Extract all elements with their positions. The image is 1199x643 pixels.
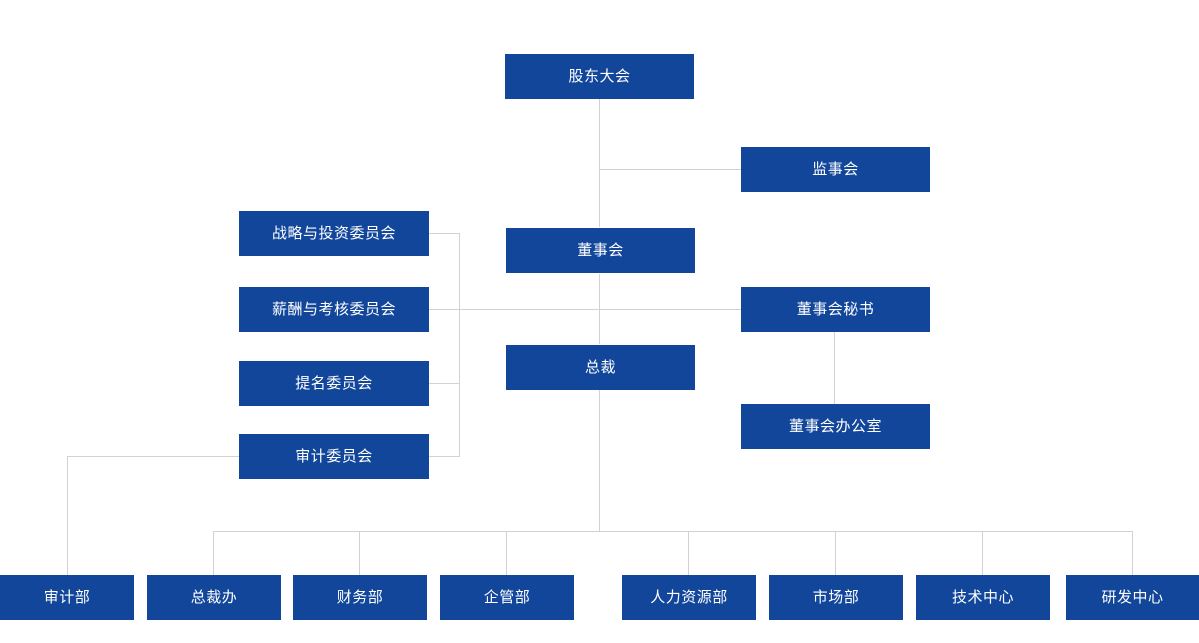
node-label: 市场部 [812, 588, 860, 606]
node-committee-nomination[interactable]: 提名委员会 [239, 361, 429, 406]
connector-committee-stub-3 [429, 383, 460, 384]
node-label: 研发中心 [1101, 588, 1164, 606]
node-label: 总裁办 [190, 588, 238, 606]
node-supervisory-board[interactable]: 监事会 [741, 147, 930, 192]
node-department-finance[interactable]: 财务部 [293, 575, 427, 620]
connector-department-bus [213, 531, 1133, 532]
node-board-office[interactable]: 董事会办公室 [741, 404, 930, 449]
connector-committee-stub-4 [429, 456, 460, 457]
node-committee-strategy-investment[interactable]: 战略与投资委员会 [239, 211, 429, 256]
node-label: 技术中心 [951, 588, 1014, 606]
node-shareholders-meeting[interactable]: 股东大会 [505, 54, 694, 99]
node-label: 薪酬与考核委员会 [271, 300, 396, 318]
node-department-technology-center[interactable]: 技术中心 [916, 575, 1050, 620]
node-committee-compensation-appraisal[interactable]: 薪酬与考核委员会 [239, 287, 429, 332]
node-label: 财务部 [336, 588, 384, 606]
connector-shareholders-to-board [599, 99, 600, 227]
connector-audit-committee-left [67, 456, 239, 457]
node-label: 人力资源部 [650, 588, 728, 606]
node-label: 董事会 [577, 241, 624, 259]
node-label: 企管部 [483, 588, 531, 606]
node-department-rd-center[interactable]: 研发中心 [1066, 575, 1199, 620]
node-board-secretary[interactable]: 董事会秘书 [741, 287, 930, 332]
node-department-enterprise-management[interactable]: 企管部 [440, 575, 574, 620]
connector-president-to-departments [599, 390, 600, 531]
node-label: 董事会办公室 [788, 417, 882, 435]
node-department-human-resources[interactable]: 人力资源部 [622, 575, 756, 620]
connector-drop-department-2 [213, 531, 214, 575]
connector-drop-department-4 [506, 531, 507, 575]
node-label: 总裁 [584, 358, 616, 376]
node-label: 董事会秘书 [796, 300, 875, 318]
connector-committee-spine [459, 233, 460, 457]
node-department-audit[interactable]: 审计部 [0, 575, 134, 620]
node-board-of-directors[interactable]: 董事会 [506, 228, 695, 273]
node-department-marketing[interactable]: 市场部 [769, 575, 903, 620]
connector-audit-committee-to-audit-dept [67, 456, 68, 575]
connector-board-to-secretary [429, 309, 741, 310]
connector-shareholders-to-supervisory [599, 169, 741, 170]
node-label: 审计部 [43, 588, 91, 606]
connector-drop-department-6 [835, 531, 836, 575]
connector-committee-stub-1 [429, 233, 460, 234]
node-label: 股东大会 [568, 67, 631, 85]
connector-drop-department-5 [688, 531, 689, 575]
connector-drop-department-7 [982, 531, 983, 575]
node-department-president-office[interactable]: 总裁办 [147, 575, 281, 620]
node-committee-audit[interactable]: 审计委员会 [239, 434, 429, 479]
connector-drop-department-3 [359, 531, 360, 575]
node-label: 战略与投资委员会 [271, 224, 396, 242]
node-label: 审计委员会 [295, 447, 373, 465]
connector-drop-department-8 [1132, 531, 1133, 575]
node-president[interactable]: 总裁 [506, 345, 695, 390]
node-label: 提名委员会 [295, 374, 373, 392]
connector-secretary-to-office [834, 331, 835, 404]
node-label: 监事会 [812, 160, 859, 178]
connector-committee-stub-2 [429, 309, 460, 310]
